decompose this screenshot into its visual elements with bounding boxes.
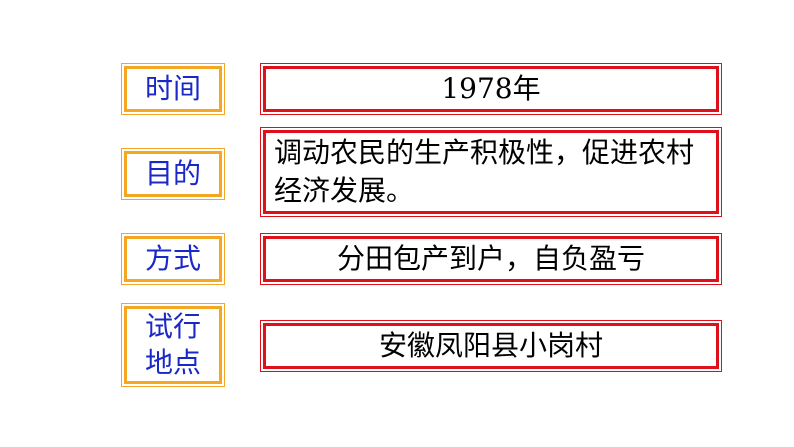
label-purpose: 目的 (121, 148, 225, 200)
label-time-text: 时间 (144, 72, 201, 105)
value-time: 1978年 (260, 63, 722, 115)
label-purpose-text: 目的 (144, 157, 201, 190)
value-purpose: 调动农民的生产积极性，促进农村经济发展。 (260, 127, 722, 217)
label-method: 方式 (121, 233, 225, 285)
value-time-text: 1978年 (441, 72, 541, 105)
label-time: 时间 (121, 63, 225, 115)
label-location-line2: 地点 (144, 346, 201, 379)
label-location-line1: 试行 (144, 310, 201, 343)
label-location: 试行 地点 (121, 303, 225, 387)
value-purpose-text: 调动农民的生产积极性，促进农村经济发展。 (274, 136, 695, 207)
label-method-text: 方式 (144, 242, 201, 275)
value-location-text: 安徽凤阳县小岗村 (378, 329, 603, 362)
value-method-text: 分田包产到户，自负盈亏 (336, 242, 645, 275)
value-location: 安徽凤阳县小岗村 (260, 320, 722, 372)
value-method: 分田包产到户，自负盈亏 (260, 233, 722, 285)
